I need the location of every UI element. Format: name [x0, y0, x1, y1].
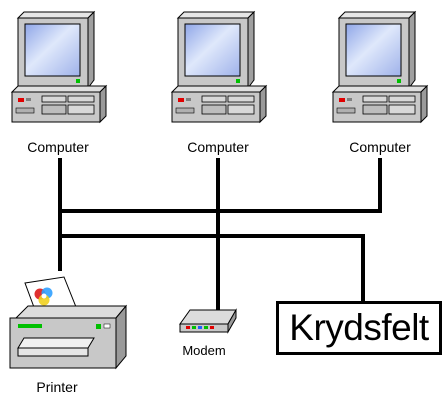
computer-icon[interactable] — [332, 11, 428, 123]
printer-label: Printer — [36, 379, 78, 395]
computer-icon[interactable] — [11, 11, 107, 123]
modem-icon[interactable] — [179, 308, 237, 334]
patch-panel-label: Krydsfelt — [289, 307, 429, 348]
network-cables — [58, 158, 382, 310]
computer-label: Computer — [27, 139, 89, 155]
patch-panel-box[interactable]: Krydsfelt — [276, 301, 442, 355]
modem-label: Modem — [182, 343, 225, 358]
computer-label: Computer — [187, 139, 249, 155]
printer-icon[interactable] — [9, 276, 128, 370]
computer-label: Computer — [349, 139, 411, 155]
computer-icon[interactable] — [171, 11, 267, 123]
